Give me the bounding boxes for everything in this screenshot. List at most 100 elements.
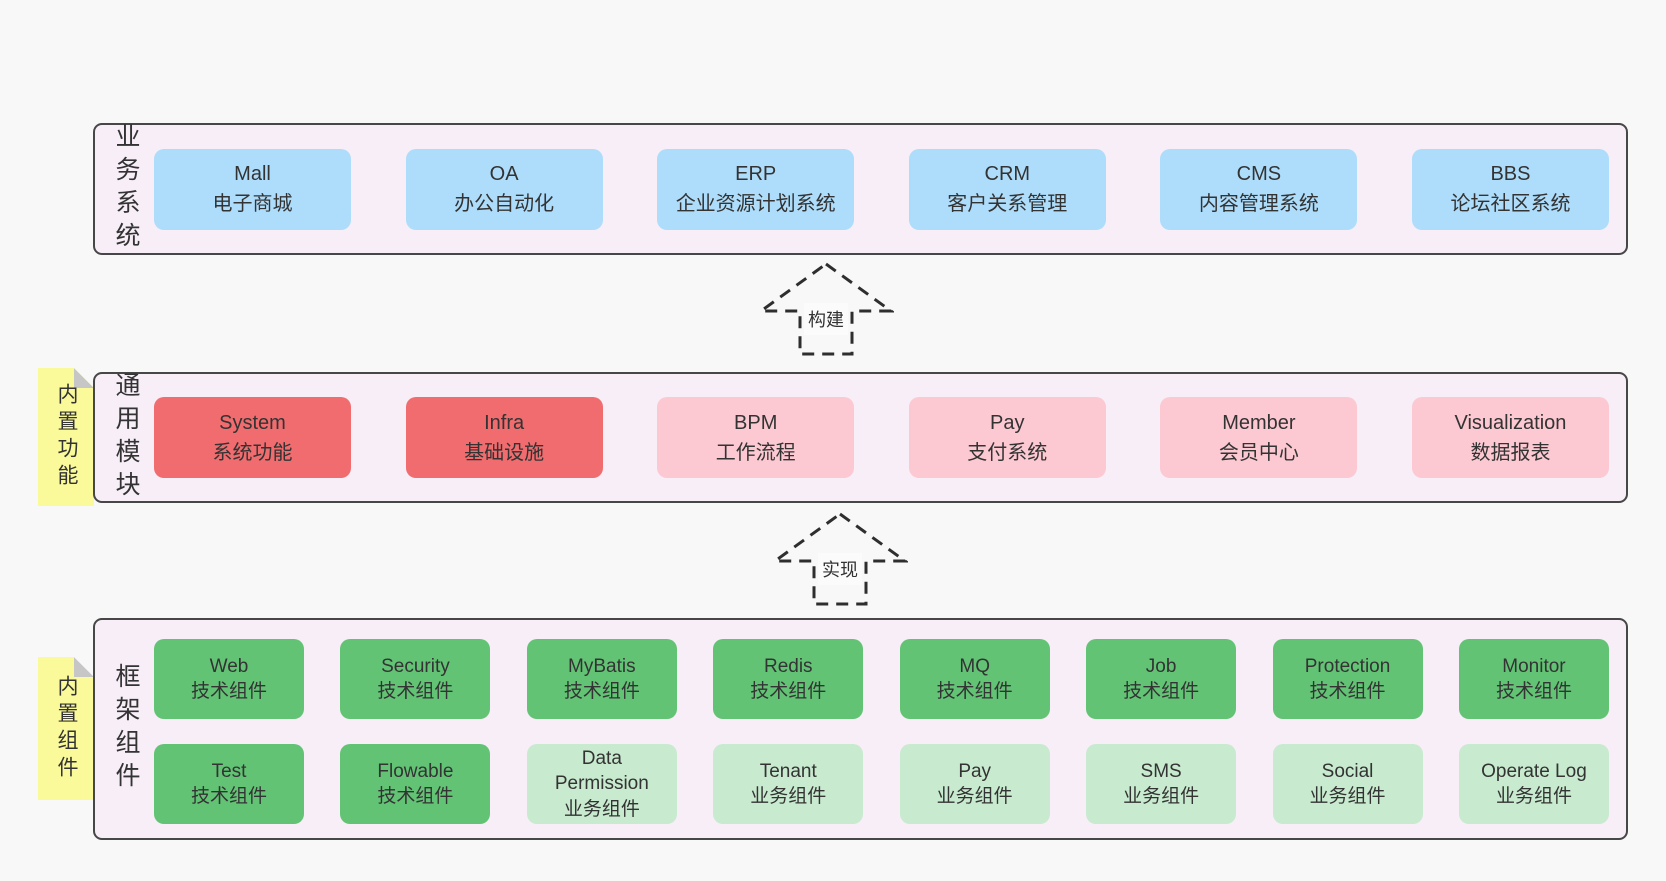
box-subtitle: 企业资源计划系统 [675, 193, 836, 215]
box-title: Visualization [1454, 411, 1567, 434]
box-erp: ERP 企业资源计划系统 [657, 148, 855, 230]
box-visualization: Visualization 数据报表 [1411, 397, 1609, 478]
box-title: BBS [1490, 163, 1531, 185]
box-bbs: BBS 论坛社区系统 [1411, 148, 1609, 230]
box-subtitle: 会员中心 [1218, 441, 1299, 464]
box-tenant: Tenant 业务组件 [713, 744, 864, 824]
box-title: CRM [984, 163, 1031, 185]
box-subtitle: 技术组件 [377, 786, 454, 807]
box-pay-biz: Pay 业务组件 [899, 744, 1050, 824]
box-job: Job 技术组件 [1086, 639, 1237, 719]
box-title: Security [381, 655, 450, 677]
box-subtitle: 系统功能 [212, 441, 293, 464]
biz-component-row: Test 技术组件 Flowable 技术组件 Data Permission … [154, 744, 1609, 824]
box-security: Security 技术组件 [340, 639, 491, 719]
box-title: MQ [959, 655, 990, 677]
box-crm: CRM 客户关系管理 [908, 148, 1106, 230]
box-flowable: Flowable 技术组件 [340, 744, 491, 824]
box-title: Test [211, 760, 247, 782]
box-title: Social [1321, 760, 1374, 782]
box-title: SMS [1140, 760, 1182, 782]
dashed-up-arrow-icon [772, 512, 908, 606]
box-title: Redis [763, 655, 813, 677]
business-box-row: Mall 电子商城 OA 办公自动化 ERP 企业资源计划系统 CRM 客户关系… [154, 125, 1609, 253]
box-title: Monitor [1502, 655, 1566, 677]
box-mq: MQ 技术组件 [899, 639, 1050, 719]
box-redis: Redis 技术组件 [713, 639, 864, 719]
box-subtitle: 基础设施 [464, 441, 545, 464]
box-sms: SMS 业务组件 [1086, 744, 1237, 824]
box-mall: Mall 电子商城 [154, 148, 351, 230]
box-subtitle: 业务组件 [1495, 786, 1572, 807]
box-subtitle: 技术组件 [377, 681, 454, 702]
box-bpm: BPM 工作流程 [657, 397, 855, 478]
box-subtitle: 业务组件 [1309, 786, 1386, 807]
box-cms: CMS 内容管理系统 [1160, 148, 1358, 230]
box-subtitle: 数据报表 [1470, 441, 1551, 464]
box-title: Protection [1304, 655, 1391, 677]
box-subtitle: 技术组件 [1123, 681, 1200, 702]
layer-label: 业务系统 [112, 123, 140, 255]
box-title: Mall [234, 163, 271, 185]
box-subtitle: 技术组件 [750, 681, 827, 702]
box-title: BPM [734, 411, 778, 434]
sticky-note-built-in-functions: 内置功能 [38, 368, 94, 506]
box-subtitle: 工作流程 [715, 441, 796, 464]
box-title: Pay [958, 760, 992, 782]
box-subtitle: 业务组件 [1123, 786, 1200, 807]
box-title: Pay [990, 411, 1025, 434]
box-subtitle: 支付系统 [967, 441, 1048, 464]
box-protection: Protection 技术组件 [1272, 639, 1423, 719]
box-subtitle: 论坛社区系统 [1450, 193, 1571, 215]
box-system: System 系统功能 [154, 397, 351, 478]
box-title: System [219, 411, 286, 434]
component-box-grid: Web 技术组件 Security 技术组件 MyBatis 技术组件 Redi… [154, 639, 1609, 824]
layer-common-modules: 通用模块 System 系统功能 Infra 基础设施 BPM 工作流程 Pay… [93, 371, 1628, 504]
arrow-build: 构建 [758, 261, 894, 357]
box-social: Social 业务组件 [1272, 744, 1423, 824]
box-subtitle: 业务组件 [563, 798, 640, 820]
box-title: Data Permission [554, 748, 649, 795]
box-web: Web 技术组件 [154, 639, 304, 719]
layer-label: 通用模块 [112, 371, 140, 504]
box-subtitle: 业务组件 [936, 786, 1013, 807]
box-subtitle: 技术组件 [1309, 681, 1386, 702]
box-title: Infra [484, 411, 525, 434]
box-pay: Pay 支付系统 [908, 397, 1106, 478]
box-mybatis: MyBatis 技术组件 [526, 639, 677, 719]
box-subtitle: 业务组件 [750, 786, 827, 807]
box-title: Member [1222, 411, 1296, 434]
box-subtitle: 办公自动化 [454, 193, 555, 215]
box-subtitle: 技术组件 [563, 681, 640, 702]
sticky-note-label: 内置组件 [55, 674, 78, 783]
box-title: ERP [735, 163, 777, 185]
module-box-row: System 系统功能 Infra 基础设施 BPM 工作流程 Pay 支付系统… [154, 374, 1609, 501]
box-monitor: Monitor 技术组件 [1458, 639, 1609, 719]
box-subtitle: 技术组件 [190, 786, 267, 807]
box-subtitle: 技术组件 [190, 681, 267, 702]
box-member: Member 会员中心 [1160, 397, 1358, 478]
box-title: Flowable [377, 760, 454, 782]
box-oa: OA 办公自动化 [405, 148, 603, 230]
sticky-note-built-in-components: 内置组件 [38, 657, 94, 800]
box-title: Tenant [759, 760, 817, 782]
arrow-label: 实现 [818, 553, 862, 586]
arrow-implement: 实现 [772, 511, 908, 607]
box-subtitle: 客户关系管理 [947, 193, 1068, 215]
box-subtitle: 内容管理系统 [1198, 193, 1319, 215]
box-test: Test 技术组件 [154, 744, 304, 824]
box-title: Operate Log [1481, 760, 1587, 782]
arrow-label: 构建 [804, 303, 848, 336]
box-operate-log: Operate Log 业务组件 [1458, 744, 1609, 824]
layer-business-systems: 业务系统 Mall 电子商城 OA 办公自动化 ERP 企业资源计划系统 CRM… [93, 123, 1628, 255]
box-data-permission: Data Permission 业务组件 [526, 744, 677, 824]
box-subtitle: 电子商城 [212, 193, 293, 215]
box-title: OA [489, 163, 519, 185]
layer-label: 框架组件 [112, 663, 140, 795]
sticky-note-label: 内置功能 [55, 383, 78, 491]
box-title: MyBatis [568, 655, 636, 677]
tech-component-row: Web 技术组件 Security 技术组件 MyBatis 技术组件 Redi… [154, 639, 1609, 719]
dashed-up-arrow-icon [758, 262, 894, 356]
box-title: Web [209, 655, 249, 677]
